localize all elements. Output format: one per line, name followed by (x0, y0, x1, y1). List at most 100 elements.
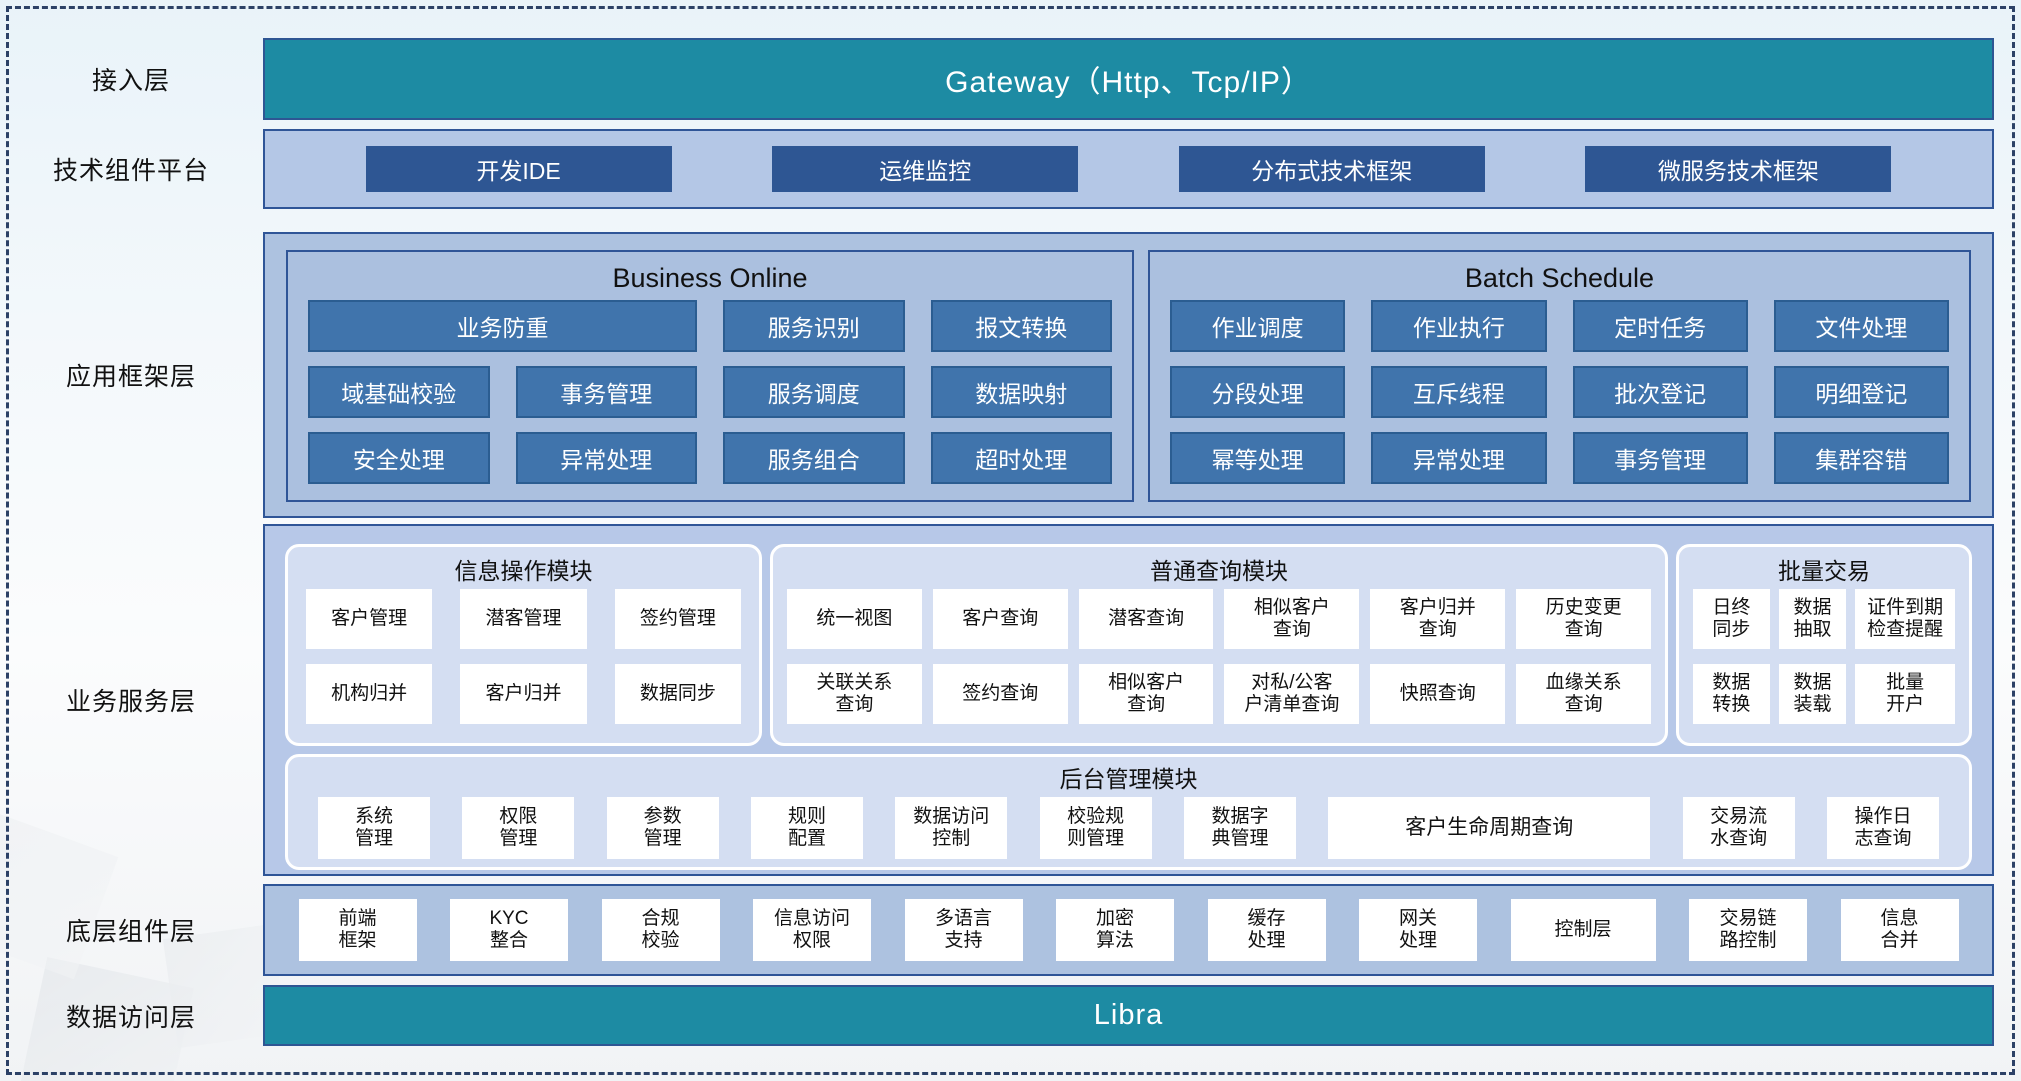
batch-trade-module: 批量交易 日终 同步 数据 抽取 证件到期 检查提醒 数据 转换 数据 装载 批… (1676, 544, 1972, 746)
common-query-title: 普通查询模块 (1150, 558, 1288, 584)
service-item: 签约查询 (932, 664, 1068, 724)
framework-capability: 服务组合 (723, 432, 905, 484)
framework-capability: 域基础校验 (308, 366, 490, 418)
admin-module: 后台管理模块 系统 管理 权限 管理 参数 管理 规则 配置 数据访问 控制 校… (285, 754, 1972, 870)
service-item: 批量 开户 (1855, 664, 1955, 724)
service-item: 签约管理 (614, 589, 741, 649)
gateway-bar: Gateway（Http、Tcp/IP） (263, 38, 1994, 120)
admin-item: 操作日 志查询 (1826, 797, 1939, 859)
business-online-group: Business Online 业务防重 服务识别 报文转换 域基础校验 事务管… (286, 250, 1134, 502)
base-component-item: 合规 校验 (601, 899, 720, 961)
base-component-item: 交易链 路控制 (1689, 899, 1807, 961)
framework-capability: 定时任务 (1572, 300, 1748, 352)
base-components-panel: 前端 框架 KYC 整合 合规 校验 信息访问 权限 多语言 支持 加密 算法 … (263, 884, 1994, 976)
framework-capability: 作业调度 (1170, 300, 1346, 352)
admin-item: 数据字 典管理 (1183, 797, 1296, 859)
framework-capability: 互斥线程 (1371, 366, 1547, 418)
libra-bar: Libra (263, 985, 1994, 1046)
admin-item: 权限 管理 (462, 797, 575, 859)
base-component-item: 网关 处理 (1359, 899, 1477, 961)
service-item: 关联关系 查询 (787, 664, 922, 724)
service-item: 机构归并 (306, 664, 433, 724)
base-component-item: 多语言 支持 (904, 899, 1023, 961)
framework-capability: 数据映射 (930, 366, 1112, 418)
layer-label-access: 接入层 (91, 67, 170, 95)
layer-label-base-components: 底层组件层 (65, 918, 196, 946)
batch-schedule-grid: 作业调度 作业执行 定时任务 文件处理 分段处理 互斥线程 批次登记 明细登记 … (1170, 300, 1949, 484)
layer-label-tech-platform: 技术组件平台 (52, 157, 209, 185)
admin-item: 参数 管理 (606, 797, 719, 859)
common-query-grid: 统一视图 客户查询 潜客查询 相似客户 查询 客户归并 查询 历史变更 查询 关… (787, 589, 1651, 724)
batch-trade-title: 批量交易 (1778, 558, 1870, 584)
admin-item: 规则 配置 (750, 797, 863, 859)
framework-capability: 报文转换 (930, 300, 1112, 352)
service-item: 潜客管理 (460, 589, 587, 649)
business-online-grid: 业务防重 服务识别 报文转换 域基础校验 事务管理 服务调度 数据映射 安全处理… (308, 300, 1112, 484)
base-component-item: KYC 整合 (450, 899, 568, 961)
tech-platform-item: 微服务技术框架 (1585, 146, 1892, 192)
service-item: 客户管理 (306, 589, 433, 649)
framework-capability: 文件处理 (1773, 300, 1949, 352)
framework-capability: 分段处理 (1170, 366, 1346, 418)
tech-platform-panel: 开发IDE 运维监控 分布式技术框架 微服务技术框架 (263, 129, 1994, 209)
service-item: 日终 同步 (1693, 589, 1770, 649)
service-item: 快照查询 (1370, 664, 1506, 724)
batch-schedule-title: Batch Schedule (1464, 262, 1655, 293)
tech-platform-item: 开发IDE (365, 146, 672, 192)
base-component-item: 加密 算法 (1056, 899, 1174, 961)
service-item: 相似客户 查询 (1078, 664, 1214, 724)
base-component-item: 控制层 (1510, 899, 1656, 961)
framework-capability: 批次登记 (1572, 366, 1748, 418)
framework-capability: 事务管理 (515, 366, 697, 418)
admin-item: 交易流 水查询 (1682, 797, 1795, 859)
base-component-item: 信息访问 权限 (753, 899, 871, 961)
service-item: 潜客查询 (1078, 589, 1214, 649)
framework-capability: 服务识别 (723, 300, 905, 352)
common-query-module: 普通查询模块 统一视图 客户查询 潜客查询 相似客户 查询 客户归并 查询 历史… (770, 544, 1668, 746)
base-component-item: 前端 框架 (298, 899, 417, 961)
service-item: 数据同步 (614, 664, 741, 724)
service-modules-row: 信息操作模块 客户管理 潜客管理 签约管理 机构归并 客户归并 数据同步 (285, 544, 1972, 746)
admin-item: 校验规 则管理 (1039, 797, 1152, 859)
framework-capability: 异常处理 (515, 432, 697, 484)
service-item: 对私/公客 户清单查询 (1224, 664, 1360, 724)
info-operation-title: 信息操作模块 (454, 558, 593, 584)
admin-module-title: 后台管理模块 (1059, 766, 1198, 792)
framework-capability: 超时处理 (930, 432, 1112, 484)
info-operation-module: 信息操作模块 客户管理 潜客管理 签约管理 机构归并 客户归并 数据同步 (285, 544, 762, 746)
base-component-item: 缓存 处理 (1207, 899, 1326, 961)
service-item: 统一视图 (787, 589, 922, 649)
service-item: 客户归并 查询 (1370, 589, 1506, 649)
framework-capability: 异常处理 (1371, 432, 1547, 484)
layer-label-data-access: 数据访问层 (65, 1003, 196, 1032)
framework-capability: 服务调度 (723, 366, 905, 418)
framework-capability: 业务防重 (308, 300, 697, 352)
service-item: 数据 转换 (1693, 664, 1770, 724)
tech-platform-item: 运维监控 (772, 146, 1079, 192)
layer-label-business-service: 业务服务层 (65, 688, 196, 716)
service-item: 血缘关系 查询 (1516, 664, 1651, 724)
framework-capability: 明细登记 (1773, 366, 1949, 418)
layer-label-app-framework: 应用框架层 (65, 363, 196, 391)
service-item: 证件到期 检查提醒 (1855, 589, 1955, 649)
business-service-panel: 信息操作模块 客户管理 潜客管理 签约管理 机构归并 客户归并 数据同步 (263, 524, 1994, 876)
business-online-title: Business Online (612, 262, 808, 293)
info-operation-grid: 客户管理 潜客管理 签约管理 机构归并 客户归并 数据同步 (302, 589, 745, 724)
framework-capability: 安全处理 (308, 432, 490, 484)
framework-capability: 集群容错 (1773, 432, 1949, 484)
tech-platform-item: 分布式技术框架 (1178, 146, 1485, 192)
service-item: 客户查询 (932, 589, 1068, 649)
service-item: 数据 装载 (1778, 664, 1847, 724)
framework-capability: 幂等处理 (1170, 432, 1346, 484)
admin-item: 数据访问 控制 (895, 797, 1008, 859)
batch-trade-grid: 日终 同步 数据 抽取 证件到期 检查提醒 数据 转换 数据 装载 批量 开户 (1693, 589, 1955, 724)
service-item: 数据 抽取 (1778, 589, 1847, 649)
batch-schedule-group: Batch Schedule 作业调度 作业执行 定时任务 文件处理 分段处理 … (1148, 250, 1971, 502)
service-item: 相似客户 查询 (1224, 589, 1360, 649)
admin-item: 客户生命周期查询 (1328, 797, 1651, 859)
framework-capability: 作业执行 (1371, 300, 1547, 352)
framework-capability: 事务管理 (1572, 432, 1748, 484)
admin-item: 系统 管理 (318, 797, 430, 859)
admin-module-row: 系统 管理 权限 管理 参数 管理 规则 配置 数据访问 控制 校验规 则管理 … (318, 797, 1939, 859)
